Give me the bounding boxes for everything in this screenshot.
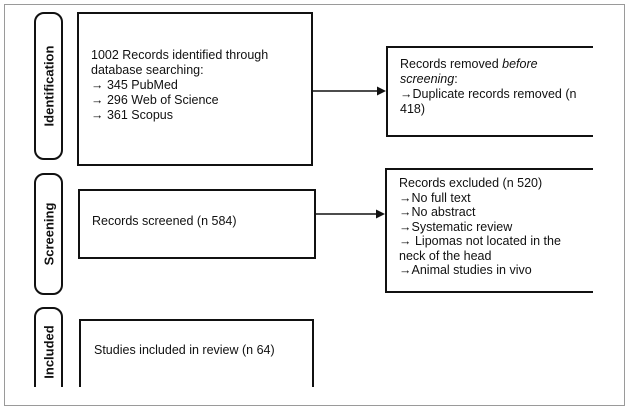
phase-screening: Screening bbox=[34, 173, 63, 295]
phase-identification-label: Identification bbox=[41, 45, 56, 127]
excluded-line-3: →No abstract bbox=[399, 205, 476, 219]
records-screened-box: Records screened (n 584) bbox=[78, 189, 316, 259]
excluded-line-4: →Systematic review bbox=[399, 219, 513, 234]
arrow-to-removed bbox=[313, 86, 386, 96]
included-label: Studies included in review (n 64) bbox=[94, 343, 275, 357]
prisma-flow-diagram: Identification Screening Included 1002 R… bbox=[31, 9, 593, 387]
removed-line-2-text: : bbox=[454, 72, 458, 86]
identified-line-4: → 296 Web of Science bbox=[91, 93, 219, 107]
removed-line-2-emphasis: screening bbox=[400, 72, 455, 86]
removed-line-2: screening: bbox=[400, 72, 593, 87]
records-excluded-box: Records excluded (n 520) →No full text →… bbox=[385, 168, 593, 293]
phase-included: Included bbox=[34, 307, 63, 387]
figure-frame bbox=[4, 4, 625, 406]
excluded-line-5: → Lipomas not located in the bbox=[399, 234, 561, 248]
removed-line-4: 418) bbox=[400, 102, 426, 116]
excluded-line-2: →No full text bbox=[399, 190, 471, 205]
records-removed-box: Records removed before screening: →Dupli… bbox=[386, 46, 593, 137]
identified-line-5: → 361 Scopus bbox=[91, 108, 173, 122]
removed-line-1-text: Records removed bbox=[400, 57, 503, 71]
studies-included-box: Studies included in review (n 64) bbox=[79, 319, 314, 387]
phase-identification: Identification bbox=[34, 12, 63, 160]
excluded-line-1: Records excluded (n 520) bbox=[399, 176, 543, 190]
excluded-line-7: →Animal studies in vivo bbox=[399, 263, 532, 277]
screened-label: Records screened (n 584) bbox=[92, 214, 237, 228]
excluded-line-6: neck of the head bbox=[399, 248, 492, 263]
removed-line-3: →Duplicate records removed (n bbox=[400, 87, 577, 101]
arrow-to-excluded bbox=[316, 209, 385, 219]
phase-screening-label: Screening bbox=[41, 202, 56, 266]
removed-line-1: Records removed before bbox=[400, 57, 593, 72]
identified-line-1: 1002 Records identified through bbox=[91, 48, 269, 62]
phase-included-label: Included bbox=[41, 325, 56, 379]
identified-line-2: database searching: bbox=[91, 63, 204, 77]
records-identified-box: 1002 Records identified through database… bbox=[77, 12, 313, 166]
identified-line-3: → 345 PubMed bbox=[91, 78, 178, 92]
removed-line-1-emphasis: before bbox=[502, 57, 538, 71]
